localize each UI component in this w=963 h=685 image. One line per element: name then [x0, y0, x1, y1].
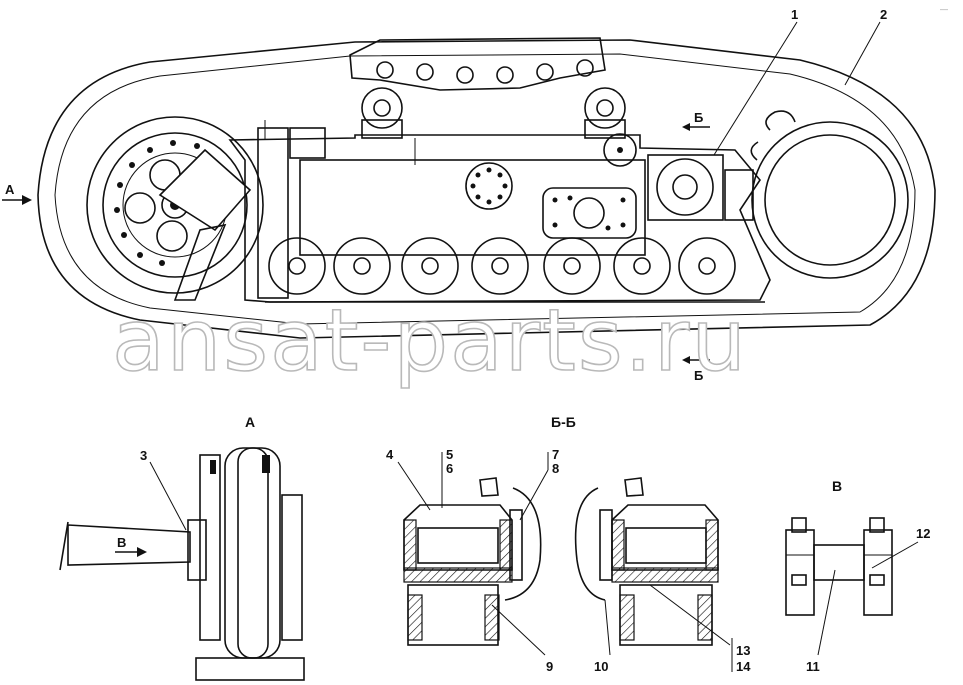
callout-11: 11 — [806, 659, 820, 674]
callout-12: 12 — [916, 526, 930, 541]
track-roller — [471, 237, 529, 295]
callout-3: 3 — [140, 448, 147, 463]
view-v-title: В — [832, 478, 842, 494]
carrier-roller — [584, 87, 626, 139]
callout-9: 9 — [546, 659, 553, 674]
main-side-view: А Б Б 1 2 — [2, 7, 936, 383]
callout-5: 5 — [446, 447, 453, 462]
corner-mark: — — [940, 5, 948, 14]
view-a: А В 3 — [59, 414, 305, 681]
roller-section-right — [574, 477, 719, 646]
carrier-roller — [361, 87, 403, 139]
callout-10: 10 — [594, 659, 608, 674]
section-mark-bottom: Б — [682, 356, 710, 383]
track-chain-top-links — [349, 37, 606, 91]
roller-section-left — [403, 477, 542, 646]
callout-4: 4 — [386, 447, 394, 462]
section-mark-bottom-label: Б — [694, 368, 703, 383]
track-roller — [678, 237, 736, 295]
section-mark-top: Б — [682, 110, 710, 131]
callout-2: 2 — [880, 7, 887, 22]
view-v: В 12 11 — [785, 478, 930, 674]
callout-6: 6 — [446, 461, 453, 476]
track-rollers — [265, 237, 765, 303]
callout-14: 14 — [736, 659, 751, 674]
track-roller — [333, 237, 391, 295]
track-roller — [543, 237, 601, 295]
view-arrow-a-label: А — [5, 182, 15, 197]
frame-flange — [465, 133, 637, 239]
callout-1: 1 — [791, 7, 798, 22]
drive-motor — [647, 154, 754, 221]
idler-wheel — [86, 116, 264, 301]
track-roller — [401, 237, 459, 295]
section-b-b: Б-Б — [386, 414, 751, 674]
section-b-b-title: Б-Б — [551, 414, 576, 430]
track-roller — [613, 237, 671, 295]
view-a-title: А — [245, 414, 255, 430]
callout-8: 8 — [552, 461, 559, 476]
drive-sprocket — [750, 110, 909, 279]
track-roller — [268, 237, 326, 295]
track-chain-outline — [37, 39, 936, 339]
watermark: ansat-parts.ru — [112, 291, 748, 391]
view-arrow-b: В — [115, 535, 147, 557]
callout-7: 7 — [552, 447, 559, 462]
view-arrow-b-label: В — [117, 535, 126, 550]
callout-13: 13 — [736, 643, 750, 658]
section-mark-top-label: Б — [694, 110, 703, 125]
view-arrow-a: А — [2, 182, 32, 205]
